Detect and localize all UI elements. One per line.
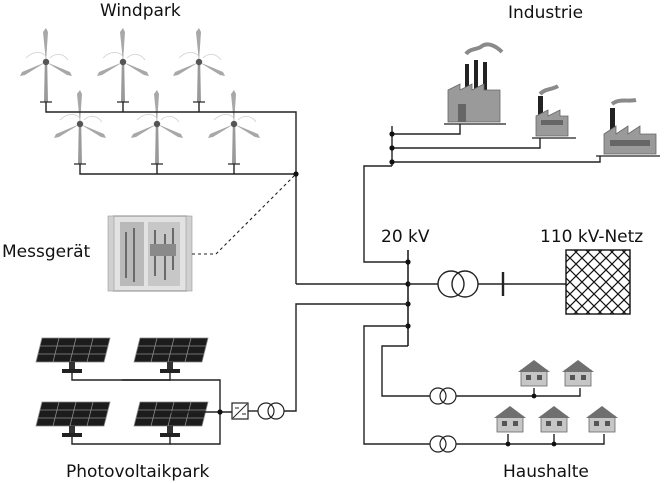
house-icon [537,405,571,433]
grid-110kv-label: 110 kV-Netz [540,227,643,247]
wind-turbine-icon [96,27,150,103]
household-wiring [363,325,430,445]
transformer-icon [408,270,566,298]
wind-turbine-icon [172,27,226,103]
factory-icon [532,84,576,139]
factory-icon [444,42,506,125]
messgeraet-label: Messgerät [2,242,90,262]
solar-panel-icon [133,337,209,374]
wind-turbine-icon [130,89,184,165]
windpark-label: Windpark [100,1,181,21]
busbar-20kv [405,250,411,346]
voltage-20kv-label: 20 kV [381,227,430,247]
solar-panel-icon [35,337,111,374]
house-icon [493,405,527,433]
solar-panel-icon [133,401,209,438]
measurement-link [192,173,297,255]
transformer-icon [429,387,457,405]
solar-panel-icon [35,401,111,438]
haushalte-label: Haushalte [503,462,589,482]
house-icon [585,405,619,433]
wind-turbine-icon [19,27,73,103]
industrie-label: Industrie [508,3,583,23]
measuring-cabinet-icon [107,215,193,292]
house-icon [561,359,595,387]
grid-hatch-icon [565,249,631,315]
transformer-icon [248,303,408,420]
pv-wiring [71,373,232,445]
wind-turbine-icon [53,89,107,165]
household-wiring [456,388,605,447]
photovoltaikpark-label: Photovoltaikpark [66,462,210,482]
wind-turbine-icon [207,89,261,165]
transformer-icon [429,435,457,453]
inverter-icon [231,402,249,420]
industry-wiring [363,124,601,263]
factory-icon [596,98,660,157]
house-icon [517,359,551,387]
windpark-wiring [45,102,408,285]
